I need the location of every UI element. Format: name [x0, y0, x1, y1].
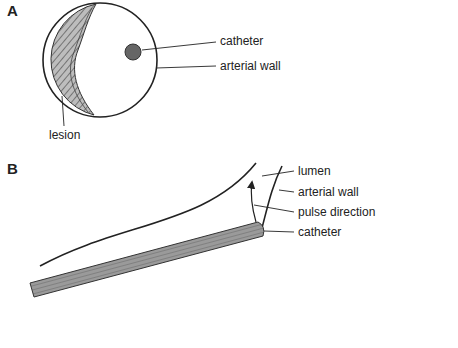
- part-label: catheter: [219, 34, 264, 48]
- catheter-body: [30, 222, 264, 297]
- leader-line: [156, 66, 216, 68]
- arterial-wall: [40, 163, 256, 266]
- leader-line: [264, 231, 294, 232]
- leader-line: [262, 171, 294, 176]
- part-label: pulse direction: [297, 205, 376, 219]
- pulse-arrow: [251, 182, 256, 222]
- catheter-section: [125, 44, 141, 60]
- part-label: catheter: [297, 225, 342, 239]
- panel-letter: B: [6, 160, 19, 177]
- part-label: arterial wall: [297, 185, 360, 199]
- part-label: lumen: [297, 164, 332, 178]
- arterial-wall: [43, 3, 157, 117]
- leader-line: [279, 190, 294, 192]
- part-label: arterial wall: [219, 59, 282, 73]
- lesion-edge: [70, 8, 92, 112]
- leader-line: [62, 96, 64, 126]
- panel-letter: A: [6, 2, 19, 19]
- leader-line: [142, 42, 216, 50]
- part-label: lesion: [48, 128, 81, 142]
- leader-line: [254, 205, 294, 212]
